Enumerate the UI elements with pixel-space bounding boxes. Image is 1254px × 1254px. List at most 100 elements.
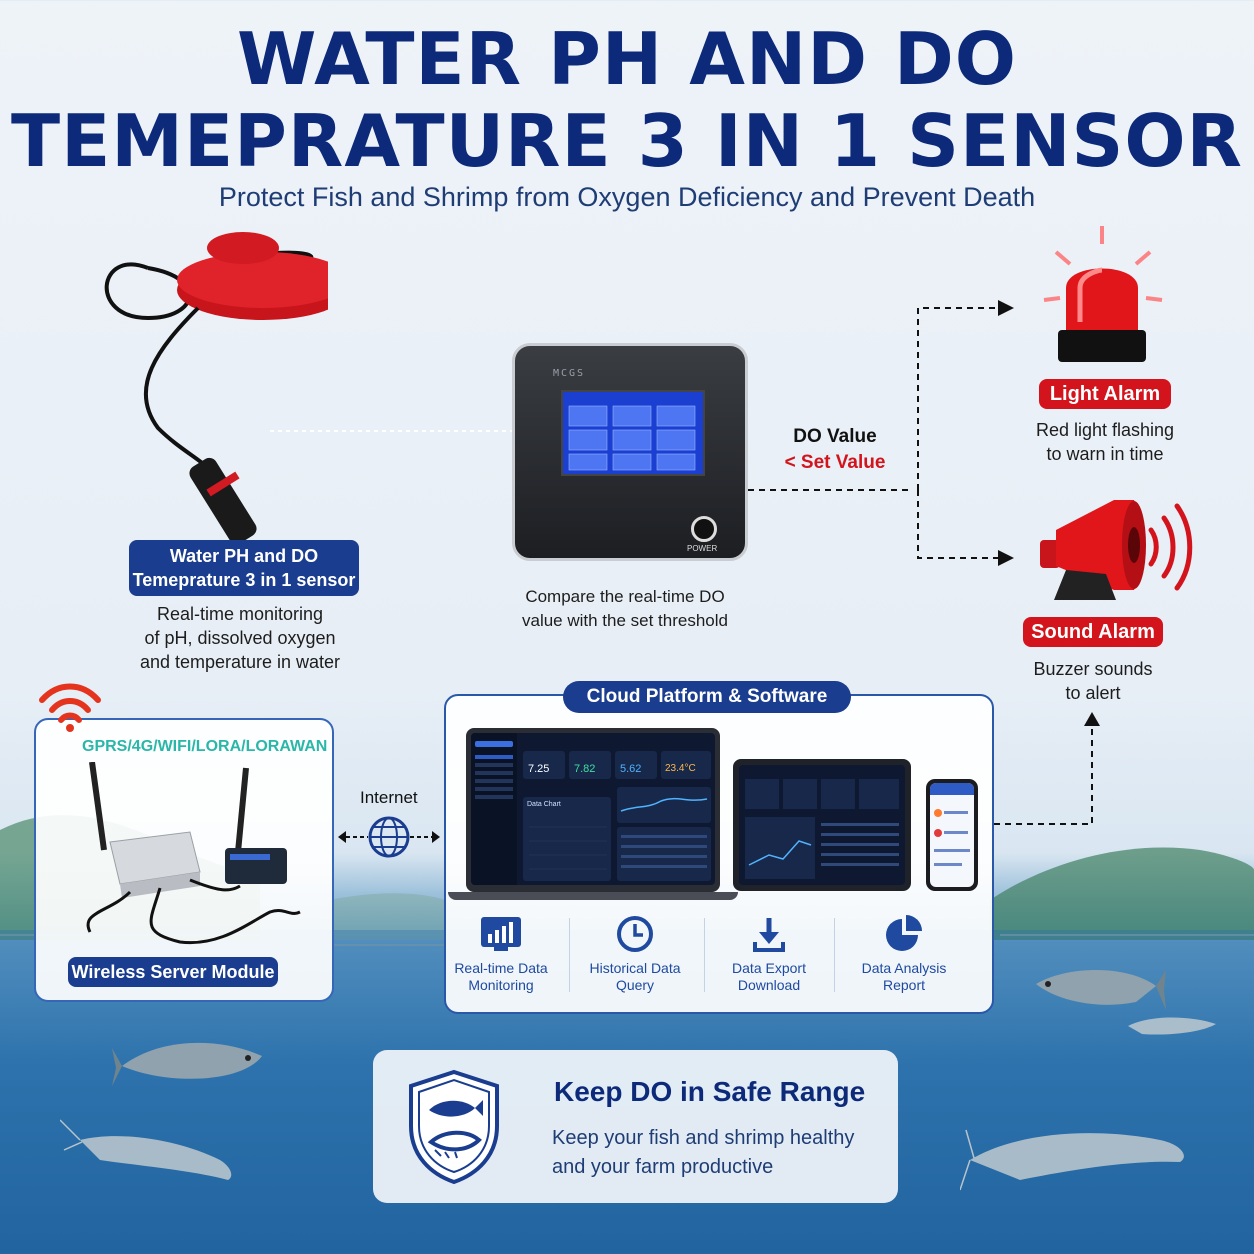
fish-illustration-right xyxy=(1036,970,1166,1010)
feature-divider xyxy=(704,918,705,992)
cloud-platform-header: Cloud Platform & Software xyxy=(563,681,851,713)
data-chart-title: Data Chart xyxy=(527,801,561,808)
metric-value: 7.82 xyxy=(574,763,596,775)
sensor-description: Real-time monitoring of pH, dissolved ox… xyxy=(110,602,370,674)
metric-card-ph: 7.25 xyxy=(523,751,565,779)
internet-globe-icon xyxy=(338,816,440,858)
wireless-module-illustration xyxy=(86,762,301,945)
laptop-device: 7.25 7.82 5.62 23.4°C Data Chart xyxy=(466,728,720,892)
controller-screen xyxy=(561,390,705,476)
tablet-screen xyxy=(739,765,905,885)
sidebar-item[interactable] xyxy=(475,755,513,759)
metric-value: 5.62 xyxy=(620,763,642,775)
protocols-label: GPRS/4G/WIFI/LORA/LORAWAN xyxy=(82,738,328,755)
download-icon xyxy=(753,918,785,952)
shield-fish-shrimp-icon xyxy=(409,1069,499,1185)
buzzer-siren-icon xyxy=(1040,500,1193,600)
warning-light-icon xyxy=(1043,226,1163,362)
shrimp-illustration-small xyxy=(1128,1017,1216,1035)
clock-icon xyxy=(617,916,653,952)
feature-historical-query[interactable]: Historical Data Query xyxy=(578,912,692,994)
feature-data-export[interactable]: Data Export Download xyxy=(714,912,824,994)
sidebar-logo xyxy=(475,741,513,747)
condition-line-2: < Set Value xyxy=(784,452,886,473)
sensor-desc-line-3: and temperature in water xyxy=(139,652,341,672)
feature-label-line-2: Report xyxy=(882,977,926,993)
sound-alarm-label: Sound Alarm xyxy=(1023,617,1163,647)
sidebar-item[interactable] xyxy=(475,779,513,783)
page-title: WATER PH AND DO TEMEPRATURE 3 IN 1 SENSO… xyxy=(0,18,1254,182)
condition-line-1: DO Value xyxy=(793,426,877,447)
dashboard-sidebar xyxy=(471,733,517,885)
sensor-label-line-1: Water PH and DO xyxy=(169,546,319,566)
feature-label-line-1: Historical Data xyxy=(589,960,681,976)
controller-screen-grid xyxy=(568,405,696,471)
title-line-1: WATER PH AND DO xyxy=(237,17,1017,101)
controller-device: MCGS POWER xyxy=(512,343,748,561)
trend-chart-card xyxy=(617,787,711,823)
metric-card-temperature: 23.4°C xyxy=(661,751,711,779)
bar-chart-icon xyxy=(481,917,521,951)
data-table-card xyxy=(617,827,711,881)
feature-divider xyxy=(569,918,570,992)
shrimp-illustration xyxy=(60,1119,232,1180)
wireless-module-label: Wireless Server Module xyxy=(68,957,278,987)
sidebar-item[interactable] xyxy=(475,795,513,799)
page-subtitle: Protect Fish and Shrimp from Oxygen Defi… xyxy=(218,182,1036,212)
condition-label: DO Value < Set Value xyxy=(780,424,890,476)
feature-data-analysis[interactable]: Data Analysis Report xyxy=(846,912,962,994)
data-chart-card: Data Chart xyxy=(523,797,611,881)
controller-brand: MCGS xyxy=(553,368,586,379)
cloud-to-alarm-arrow xyxy=(994,712,1100,825)
sidebar-item[interactable] xyxy=(475,763,513,767)
light-alarm-desc-line-1: Red light flashing xyxy=(1035,420,1175,440)
sidebar-item[interactable] xyxy=(475,771,513,775)
sound-alarm-description: Buzzer sounds to alert xyxy=(1000,657,1186,705)
sound-alarm-desc-line-1: Buzzer sounds xyxy=(1033,659,1153,679)
shrimp-illustration-right xyxy=(960,1129,1184,1191)
safe-range-heading: Keep DO in Safe Range xyxy=(554,1076,866,1107)
line-chart-graphic xyxy=(529,826,607,870)
tablet-dashboard-graphic xyxy=(745,779,899,879)
feature-realtime-monitoring[interactable]: Real-time Data Monitoring xyxy=(446,912,556,994)
fish-illustration xyxy=(112,1042,262,1086)
sidebar-item[interactable] xyxy=(475,787,513,791)
power-knob-icon[interactable] xyxy=(691,516,717,542)
sensor-desc-line-1: Real-time monitoring xyxy=(156,604,324,624)
safe-range-desc-line-1: Keep your fish and shrimp healthy xyxy=(552,1127,855,1149)
feature-label-line-1: Real-time Data xyxy=(454,960,548,976)
metric-value: 7.25 xyxy=(528,763,550,775)
pie-chart-icon xyxy=(886,915,922,951)
feature-label-line-1: Data Analysis xyxy=(861,960,947,976)
feature-label-line-1: Data Export xyxy=(732,960,806,976)
feature-label-line-2: Download xyxy=(737,977,801,993)
controller-desc-line-2: value with the set threshold xyxy=(521,611,728,630)
controller-description: Compare the real-time DO value with the … xyxy=(490,585,760,633)
wifi-signal-icon xyxy=(39,683,101,732)
safe-range-desc-line-2: and your farm productive xyxy=(552,1156,774,1178)
tablet-device xyxy=(733,759,911,891)
feature-divider xyxy=(834,918,835,992)
light-alarm-label: Light Alarm xyxy=(1039,379,1171,409)
phone-device xyxy=(926,779,978,891)
phone-app-graphic xyxy=(930,783,974,866)
title-line-2: TEMEPRATURE 3 IN 1 SENSOR xyxy=(11,99,1243,183)
sensor-illustration xyxy=(104,232,328,545)
internet-label: Internet xyxy=(360,788,418,807)
metric-card-do: 7.82 xyxy=(569,751,611,779)
metric-value: 23.4°C xyxy=(665,763,696,774)
phone-screen xyxy=(930,783,974,887)
safe-range-description: Keep your fish and shrimp healthy and yo… xyxy=(552,1124,854,1182)
sensor-label-line-2: Temeprature 3 in 1 sensor xyxy=(132,570,356,590)
light-alarm-description: Red light flashing to warn in time xyxy=(1010,418,1200,466)
sound-alarm-desc-line-2: to alert xyxy=(1065,683,1121,703)
light-alarm-desc-line-2: to warn in time xyxy=(1046,444,1164,464)
table-rows-graphic xyxy=(621,835,707,868)
alarm-arrows xyxy=(748,300,1014,566)
feature-label-line-2: Monitoring xyxy=(468,977,534,993)
controller-desc-line-1: Compare the real-time DO xyxy=(525,587,725,606)
sensor-label: Water PH and DO Temeprature 3 in 1 senso… xyxy=(129,540,359,596)
laptop-screen: 7.25 7.82 5.62 23.4°C Data Chart xyxy=(471,733,715,885)
trend-line-graphic xyxy=(620,797,708,812)
sensor-desc-line-2: of pH, dissolved oxygen xyxy=(144,628,336,648)
